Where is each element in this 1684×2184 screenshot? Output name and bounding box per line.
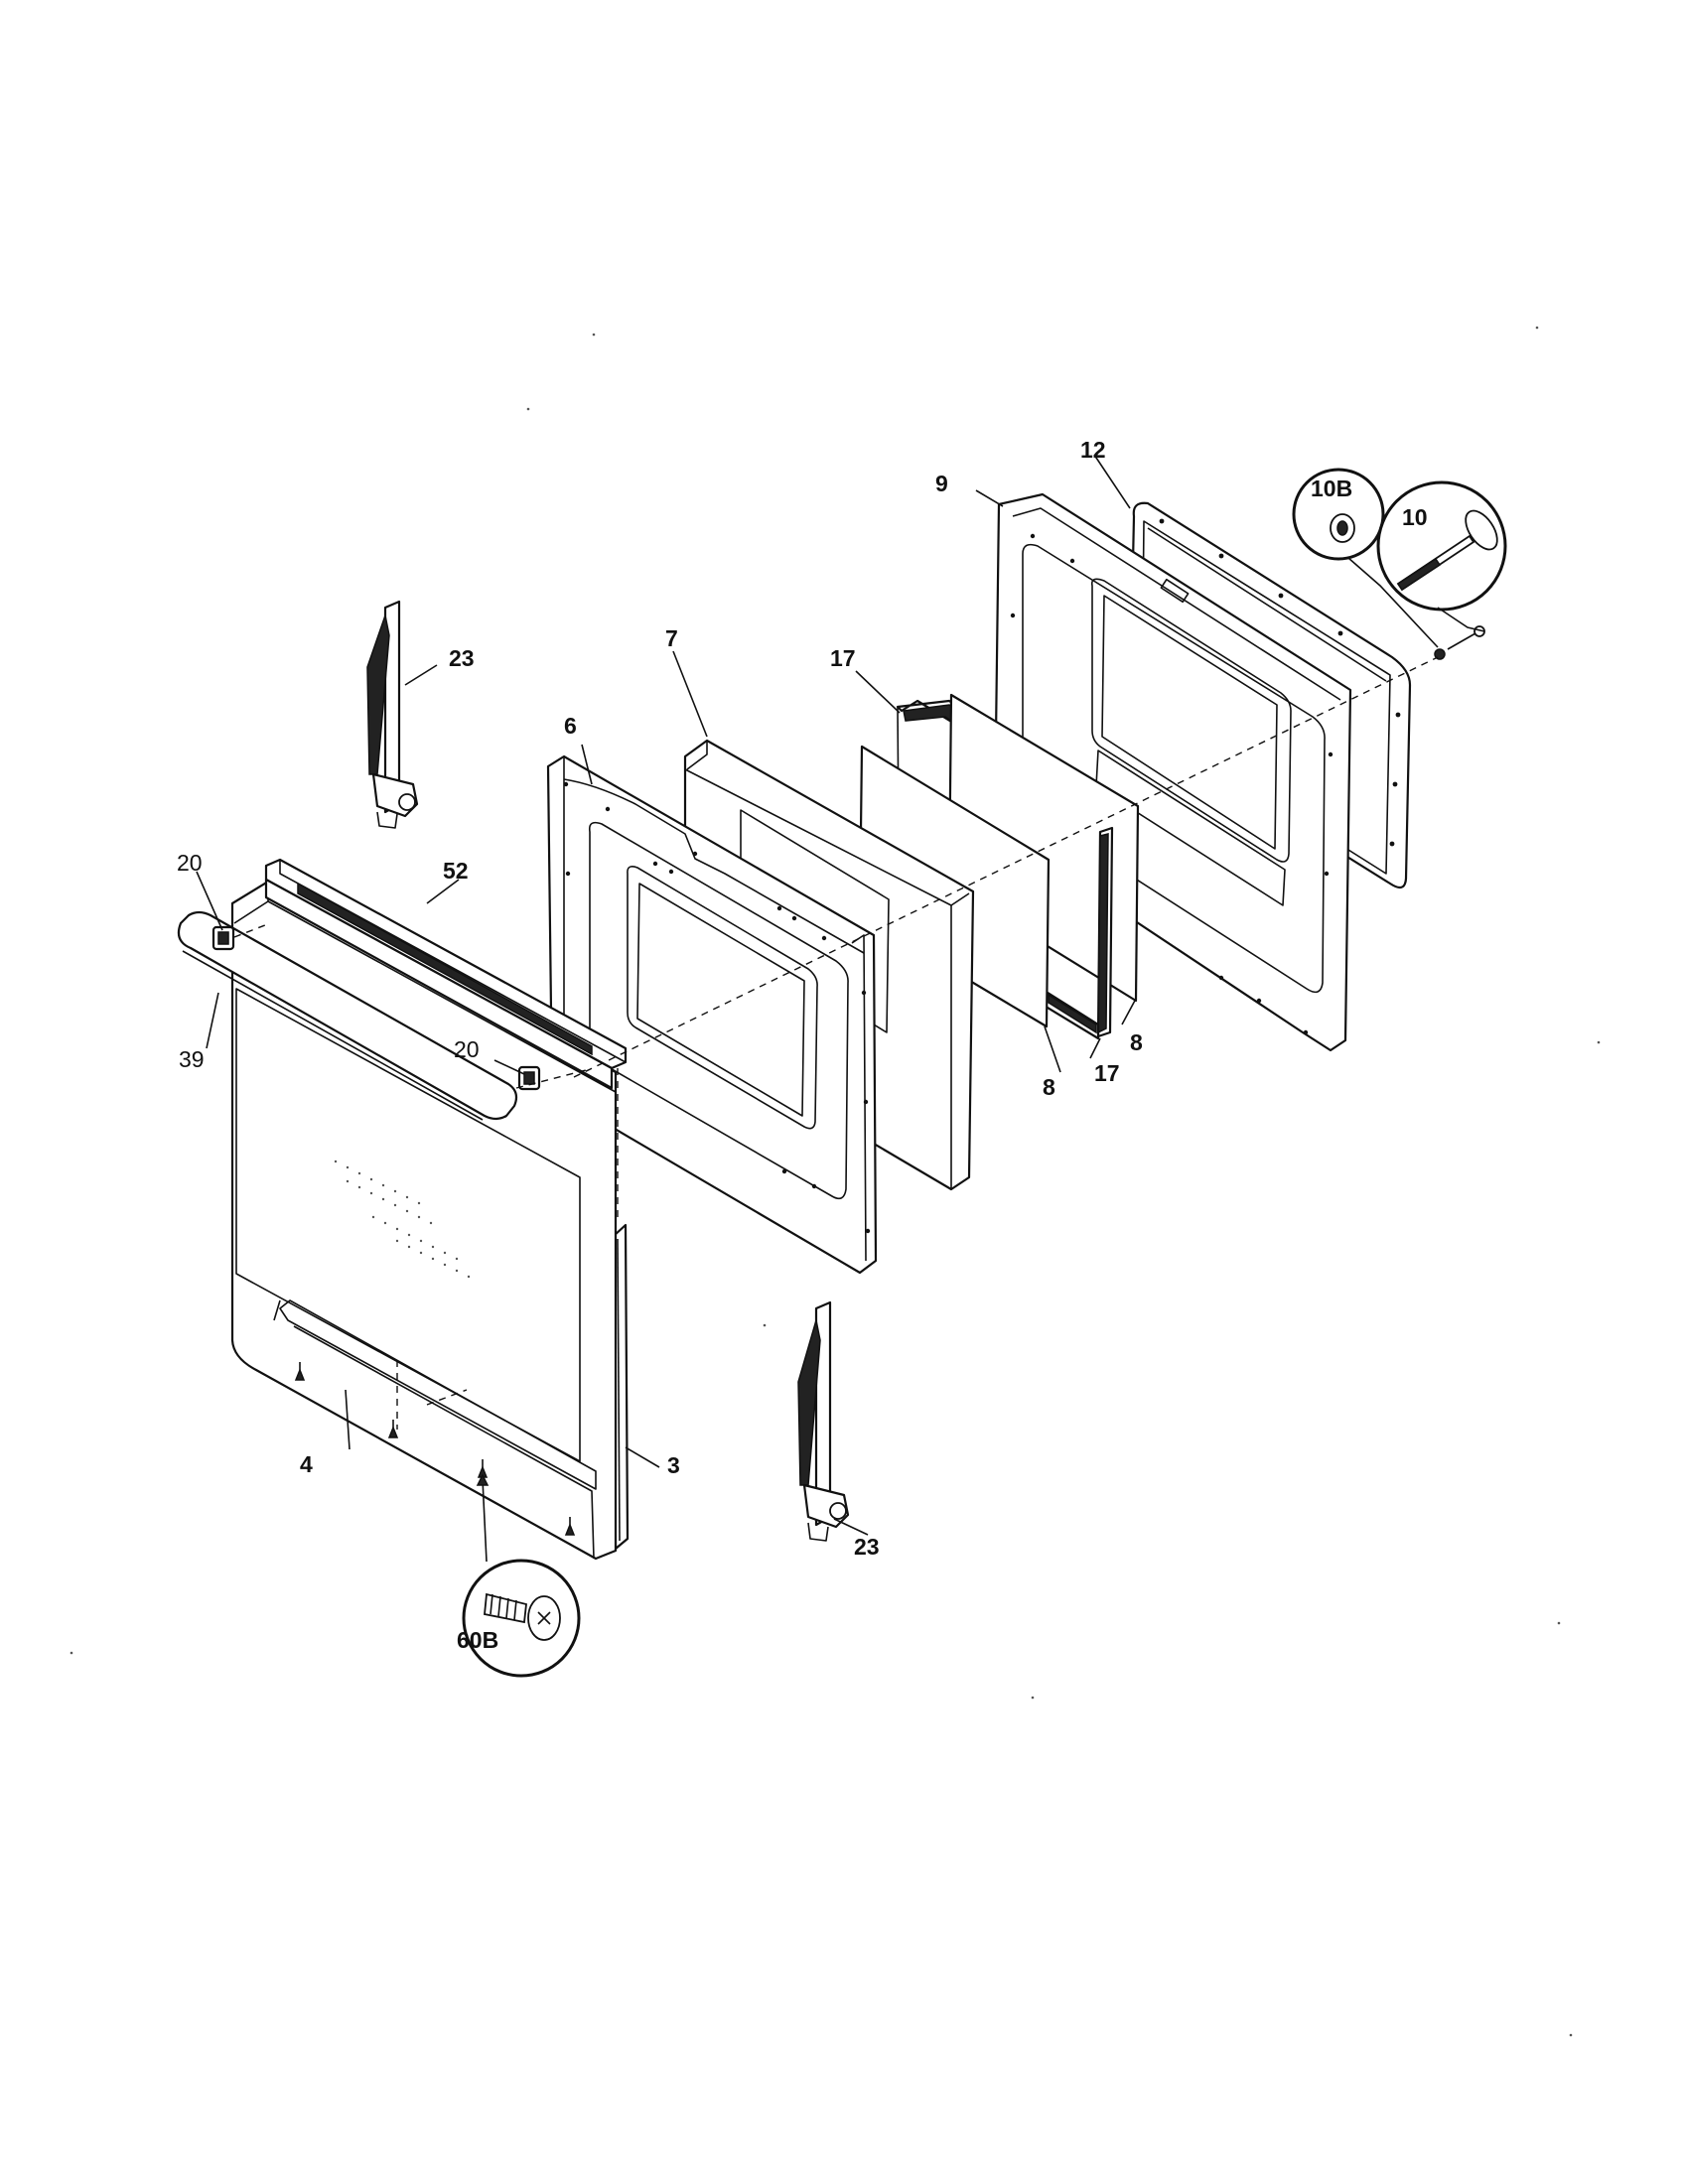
label-23-bottom: 23 — [854, 1534, 880, 1560]
scan-specks — [70, 326, 1601, 2037]
label-10: 10 — [1402, 504, 1428, 530]
label-7: 7 — [665, 625, 678, 651]
part-17-bottom-glass-frame — [1041, 826, 1114, 1040]
door-window-dotted-texture — [334, 1160, 471, 1279]
part-6-inner-door-frame — [546, 754, 878, 1275]
callout-10b — [1292, 468, 1439, 648]
label-9: 9 — [935, 471, 948, 496]
label-20-left: 20 — [177, 850, 203, 876]
part-outer-door-panel — [230, 880, 618, 1561]
label-3: 3 — [667, 1452, 680, 1478]
part-23-top-hinge — [366, 600, 419, 829]
label-60b: 60B — [457, 1627, 498, 1653]
part-39-door-handle — [177, 910, 518, 1121]
label-12: 12 — [1080, 437, 1106, 463]
label-17-top: 17 — [830, 645, 856, 671]
label-52: 52 — [443, 858, 469, 884]
part-52-top-trim — [264, 858, 628, 1090]
label-10b: 10B — [1311, 476, 1352, 501]
label-17-bottom: 17 — [1094, 1060, 1120, 1086]
part-20-left-cap — [211, 925, 235, 951]
assembly-lines — [233, 656, 1439, 1430]
label-23-top: 23 — [449, 645, 475, 671]
part-10-bolt-installed — [1434, 625, 1485, 660]
part-23-bottom-hinge — [797, 1300, 850, 1542]
part-4-bottom-frame — [273, 1299, 597, 1560]
part-labels: 12 9 10B 10 23 7 17 6 20 52 20 39 8 17 8… — [177, 437, 1428, 1653]
label-4: 4 — [300, 1451, 313, 1477]
label-8-left: 8 — [1043, 1074, 1055, 1100]
label-6: 6 — [564, 713, 577, 739]
part-20-right-cap — [517, 1065, 541, 1091]
label-39: 39 — [179, 1046, 205, 1072]
label-20-right: 20 — [454, 1036, 480, 1062]
label-8-right: 8 — [1130, 1029, 1143, 1055]
leader-lines — [196, 454, 1137, 1536]
callout-10 — [1376, 480, 1507, 632]
callout-60b — [462, 1473, 581, 1678]
